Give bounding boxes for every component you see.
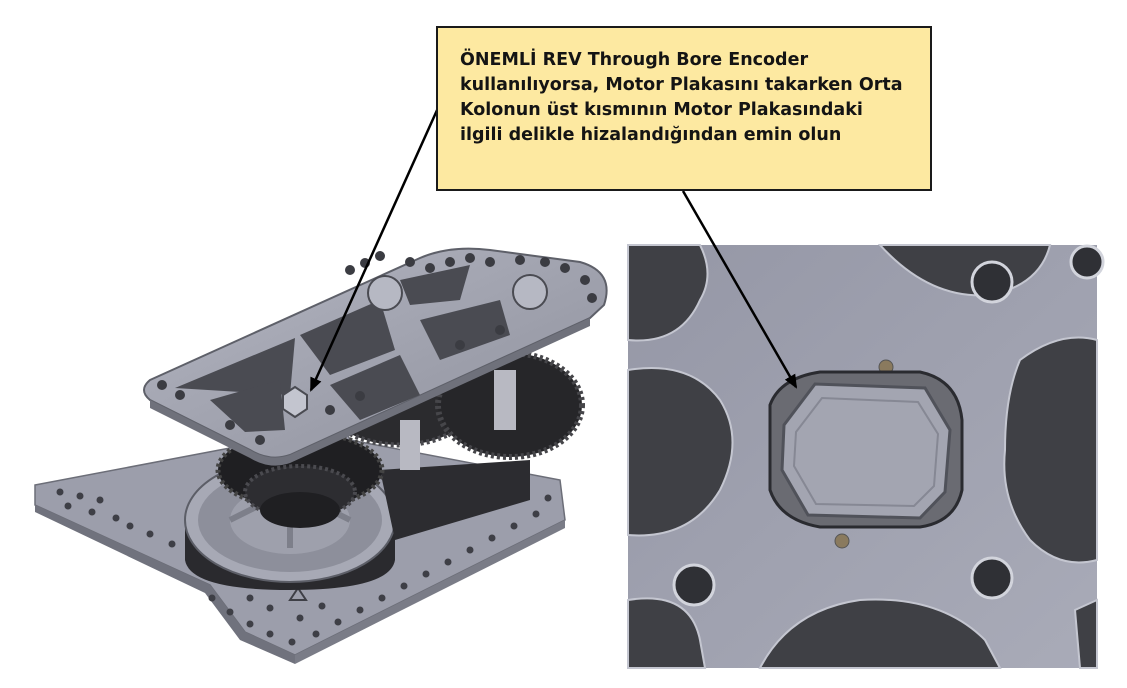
encoder-hub-closeup xyxy=(627,244,1105,669)
arrow-to-closeup xyxy=(681,190,798,389)
callout-arrows xyxy=(309,107,798,392)
arrow-to-plate xyxy=(309,107,440,392)
gearbox-assembly xyxy=(34,247,608,664)
note-callout: ÖNEMLİ REV Through Bore Encoder kullanıl… xyxy=(436,26,932,191)
motor-plate xyxy=(143,247,608,466)
gear-stack xyxy=(215,350,585,528)
note-text: ÖNEMLİ REV Through Bore Encoder kullanıl… xyxy=(460,50,903,145)
